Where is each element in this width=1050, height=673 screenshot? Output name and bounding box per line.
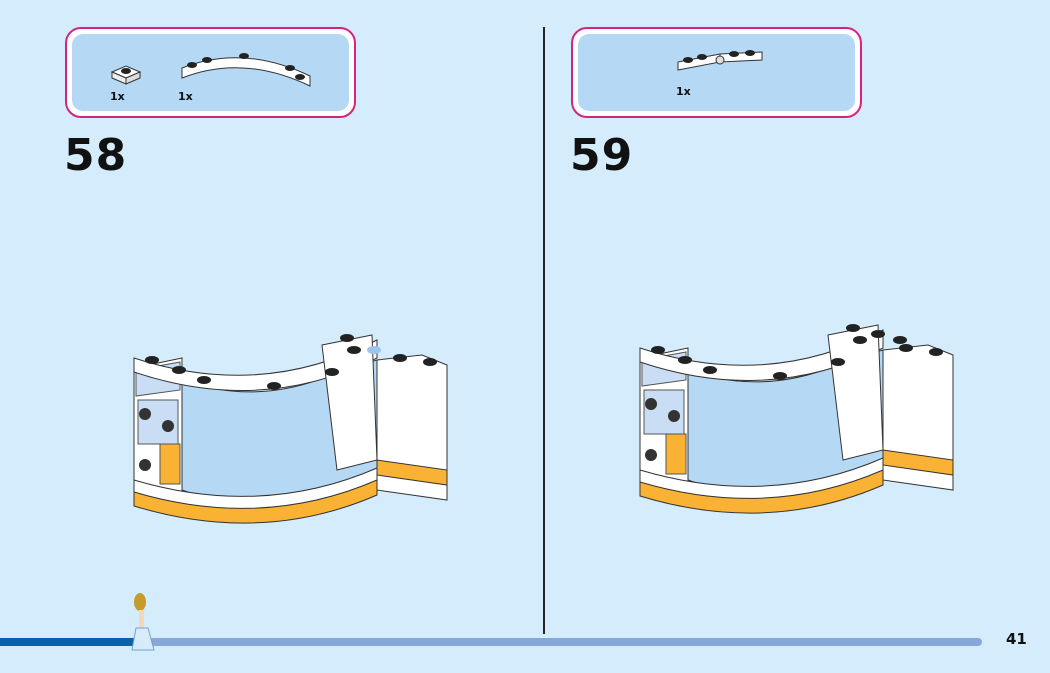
stud [267,382,281,390]
page-number: 41 [1006,630,1027,648]
brick-face [871,330,907,344]
part-qty: 1x [676,85,691,98]
stud [367,346,381,354]
stud [645,398,657,410]
stud [139,408,151,420]
stud [651,346,665,354]
page-divider [543,27,545,634]
step-number: 58 [64,130,128,181]
stud [139,459,151,471]
stud [197,376,211,384]
part-qty: 1x [178,90,193,103]
hinge-plate-part [677,50,763,71]
parts-callout-58: 1x 1x [65,27,356,118]
brick-face [145,334,437,390]
stud [393,354,407,362]
brick-face [639,329,884,381]
stud [893,336,907,344]
step-number: 59 [570,130,634,181]
stud [347,346,361,354]
curved-plate-part [181,53,311,87]
model-step-58 [133,334,448,524]
stud [340,334,354,342]
stud [871,330,885,338]
model-step-59 [639,324,954,514]
parts-callout-59: 1x [571,27,862,118]
brick-face [665,433,687,475]
brick-face [159,443,181,485]
stud [668,410,680,422]
part-qty: 1x [110,90,125,103]
stud [773,372,787,380]
stud [172,366,186,374]
progress-bar [0,638,982,646]
stud [325,368,339,376]
stud [899,344,913,352]
stud [423,358,437,366]
stud [678,356,692,364]
stud [831,358,845,366]
brick-face [376,459,448,486]
brick-face [882,449,954,476]
plate-1x1-part [110,65,142,85]
stud [853,336,867,344]
stud [145,356,159,364]
brick-face [133,339,378,391]
brick-face [651,324,943,380]
stud [162,420,174,432]
stud [645,449,657,461]
princess-figure-icon [131,593,155,651]
stud [703,366,717,374]
stud [929,348,943,356]
stud [846,324,860,332]
progress-fill [0,638,135,646]
